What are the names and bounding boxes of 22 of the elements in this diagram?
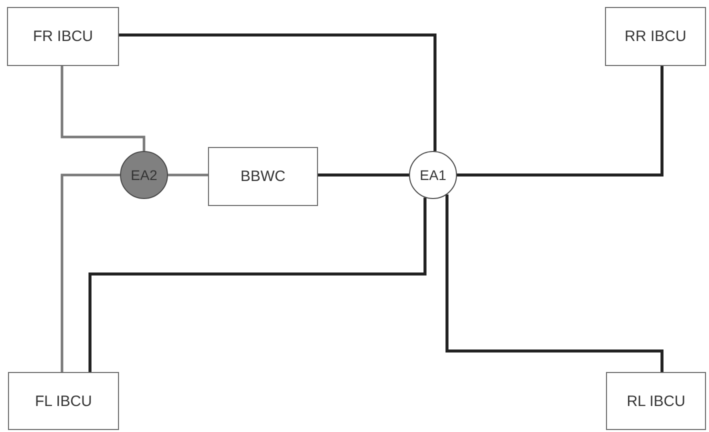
connector-line bbox=[446, 194, 664, 372]
unit-box bbox=[606, 372, 706, 430]
connector-line bbox=[119, 34, 436, 152]
node-label: EA1 bbox=[420, 167, 446, 183]
junction-circle bbox=[120, 151, 168, 199]
connector-line bbox=[457, 66, 664, 176]
unit-box bbox=[605, 7, 706, 66]
connector-line bbox=[60, 174, 120, 372]
controller-box bbox=[208, 147, 318, 206]
node-label: BBWC bbox=[240, 168, 286, 185]
connector-line bbox=[318, 174, 409, 176]
node-label: FR IBCU bbox=[33, 28, 93, 45]
node-label: RR IBCU bbox=[624, 28, 686, 45]
unit-box bbox=[7, 7, 119, 66]
node-label: FL IBCU bbox=[35, 392, 92, 410]
node-label: EA2 bbox=[130, 167, 158, 183]
connector-line bbox=[168, 174, 208, 176]
unit-box bbox=[8, 372, 119, 430]
node-label: RL IBCU bbox=[626, 392, 686, 410]
junction-circle bbox=[409, 151, 457, 199]
connector-line bbox=[88, 198, 426, 372]
connector-line bbox=[60, 66, 146, 151]
